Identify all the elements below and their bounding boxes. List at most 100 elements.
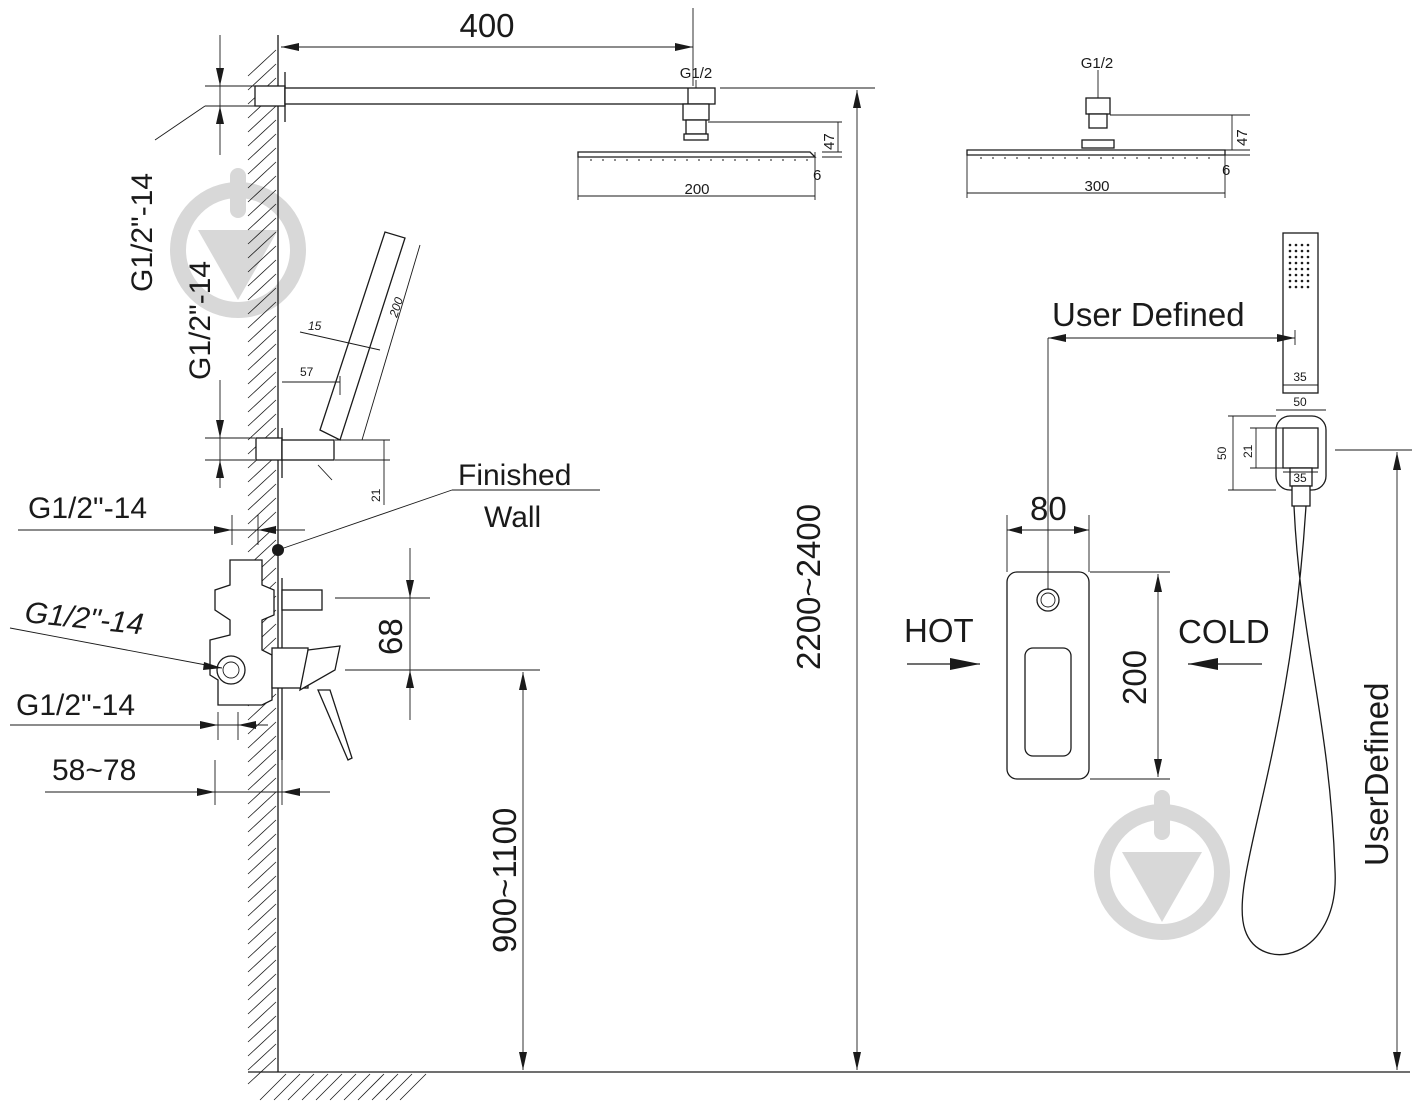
nozzle-dot — [1306, 267, 1310, 271]
wall-hatch-line — [247, 301, 277, 329]
wall-hatch-line — [247, 385, 277, 413]
wall-hatch-line — [247, 105, 277, 133]
holder-height-21-label: 21 — [1241, 444, 1255, 458]
wall-hatch-line — [247, 749, 277, 777]
labels: 400 G1/2 G1/2 47 47 6 6 200 300 G1/2"-14… — [16, 7, 1395, 953]
nozzle-dot — [1294, 255, 1298, 259]
dimension-lines — [9, 8, 1412, 1070]
nozzle-dot — [1300, 273, 1304, 277]
head-200-thickness-label: 6 — [813, 167, 821, 184]
wall-hatch-line — [247, 357, 277, 385]
floor-hatch-line — [385, 1073, 413, 1101]
wall-hatch-line — [247, 889, 277, 917]
cold-label: COLD — [1178, 613, 1270, 650]
user-defined-vertical-label: UserDefined — [1358, 683, 1395, 866]
wall-hatch-line — [247, 987, 277, 1015]
wall-hatch-line — [247, 1057, 277, 1085]
wall-hatch-line — [247, 315, 277, 343]
wall-hatch-line — [247, 973, 277, 1001]
floor-hatch-line — [357, 1073, 385, 1101]
wall-hatch-line — [247, 847, 277, 875]
wall-hatch-line — [247, 203, 277, 231]
mixer-valve — [209, 544, 353, 761]
wall-hatch-line — [247, 245, 277, 273]
nozzle-dot — [1300, 261, 1304, 265]
wall-hatch-line — [247, 707, 277, 735]
wall-hatch-line — [247, 49, 277, 77]
wall-hatch-line — [247, 735, 277, 763]
nozzle-dot — [1288, 279, 1292, 283]
wall-plate — [1006, 571, 1090, 780]
wall-hatch-line — [247, 959, 277, 987]
wall-hatch-line — [247, 189, 277, 217]
nozzle-dot — [1306, 255, 1310, 259]
head-300-width-label: 300 — [1084, 178, 1109, 195]
watermark-top-logo — [170, 168, 306, 318]
wall-hatch-line — [247, 791, 277, 819]
arm-thread-label: G1/2 — [680, 65, 713, 82]
wall-hatch-line — [247, 833, 277, 861]
finished-wall-label-line2: Wall — [484, 501, 541, 534]
wall-hatch-line — [247, 119, 277, 147]
floor-hatch-line — [273, 1073, 301, 1101]
thread-label-inlet: G1/2"-14 — [23, 596, 145, 641]
nozzle-dot — [1306, 285, 1310, 289]
wall-hatch-line — [247, 371, 277, 399]
thread-label-bottom: G1/2"-14 — [16, 689, 135, 722]
nozzle-dot — [1288, 261, 1292, 265]
nozzle-dot — [1294, 267, 1298, 271]
hand-offset-label: 57 — [300, 365, 314, 379]
watermark-bottom-logo — [1094, 790, 1230, 940]
wall-hatch-line — [247, 217, 277, 245]
nozzle-dot — [1288, 267, 1292, 271]
wall — [247, 35, 1410, 1101]
wall-hatch-line — [247, 777, 277, 805]
wall-hatch-line — [247, 329, 277, 357]
nozzle-dot — [1306, 261, 1310, 265]
wall-hatch-line — [247, 1015, 277, 1043]
wall-hatch-line — [247, 903, 277, 931]
wall-hatch-line — [247, 287, 277, 315]
wall-hatch-line — [247, 259, 277, 287]
nozzle-dot — [1306, 273, 1310, 277]
holder-height-50-label: 50 — [1215, 446, 1229, 460]
floor-hatch-line — [371, 1073, 399, 1101]
head-300-thickness-label: 6 — [1222, 162, 1230, 179]
holder-width-50-label: 50 — [1293, 395, 1307, 409]
nozzle-dot — [1300, 243, 1304, 247]
floor-hatch-line — [399, 1073, 427, 1101]
head-200-width-label: 200 — [684, 181, 709, 198]
nozzle-dot — [1294, 261, 1298, 265]
wall-hatch-line — [247, 399, 277, 427]
hot-label: HOT — [904, 612, 974, 649]
nozzle-dot — [1294, 279, 1298, 283]
mixer-offset-label: 68 — [372, 618, 409, 655]
nozzle-dot — [1288, 273, 1292, 277]
holder-base-35-label: 35 — [1293, 471, 1307, 485]
wall-hatch-line — [247, 1029, 277, 1057]
nozzle-dot — [1306, 243, 1310, 247]
arrowheads — [197, 43, 1401, 1070]
wall-hatch-line — [247, 175, 277, 203]
plate-height-label: 200 — [1116, 650, 1153, 705]
shower-arm — [254, 72, 716, 141]
head-300-thread-label: G1/2 — [1081, 55, 1114, 72]
nozzle-dot — [1306, 279, 1310, 283]
nozzle-dot — [1294, 273, 1298, 277]
wall-hatch-line — [247, 721, 277, 749]
wall-hatch-line — [247, 413, 277, 441]
wall-hatch-line — [247, 1043, 277, 1071]
floor-hatch-line — [329, 1073, 357, 1101]
floor-hatch-line — [301, 1073, 329, 1101]
wall-hatch-line — [247, 469, 277, 497]
wall-hatch-line — [247, 273, 277, 301]
shower-head-200 — [577, 151, 817, 200]
nozzle-dot — [1288, 249, 1292, 253]
head-height-label: 2200~2400 — [790, 504, 827, 670]
holder-width-35-label: 35 — [1293, 370, 1307, 384]
floor-hatch-line — [287, 1073, 315, 1101]
nozzle-dot — [1300, 255, 1304, 259]
nozzle-dot — [1306, 249, 1310, 253]
